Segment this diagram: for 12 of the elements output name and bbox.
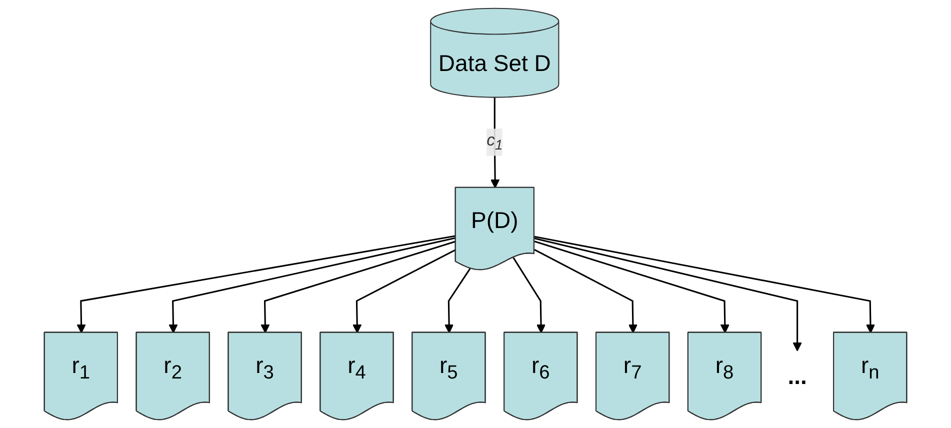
arrow (534, 248, 638, 334)
arrow (352, 248, 456, 334)
arrow (534, 240, 730, 334)
arrow (260, 240, 456, 334)
arrow (168, 237, 456, 334)
arrow (76, 235, 456, 334)
arrow (534, 238, 802, 352)
arrow (534, 236, 876, 334)
edge-label: c$_{1}$ (486, 132, 503, 153)
arrow (444, 268, 471, 334)
arrow (512, 257, 546, 334)
node-text: ... (788, 362, 807, 390)
